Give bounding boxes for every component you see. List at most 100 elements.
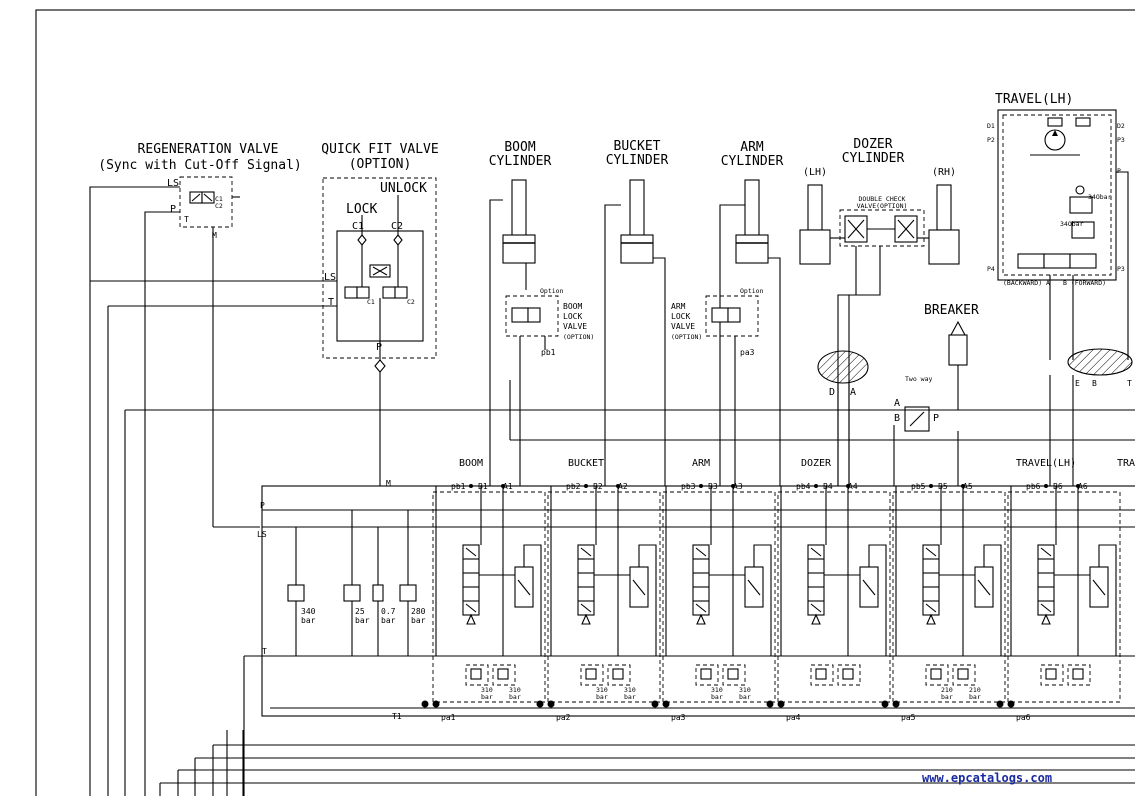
mcv-section-b-port: B4: [823, 482, 833, 491]
mcv-section-pb: pb1: [451, 482, 466, 491]
breaker-port-p: P: [933, 413, 939, 424]
mcv-section-a-port: A1: [503, 482, 513, 491]
dozer-cylinder-title: DOZER: [853, 137, 892, 152]
mcv-section-pa: pa2: [556, 713, 571, 722]
dozer-rh: (RH): [932, 167, 956, 178]
mcv-section-a-port: A2: [618, 482, 628, 491]
travel-lh-title: TRAVEL(LH): [995, 92, 1073, 107]
mcv-section-pb: pb5: [911, 482, 926, 491]
drawing-frame: [35, 9, 1135, 796]
travel-backward: (BACKWARD) A: [1003, 279, 1050, 287]
mcv-section-name: DOZER: [801, 458, 832, 469]
inlet-relief-valves: 340 bar 25 bar 0.7 bar 280 bar: [287, 510, 426, 656]
arm-lock-port: pa3: [740, 348, 755, 357]
travel-pressure-a: 34Obar: [1088, 193, 1112, 201]
mcv-section-b-port: B5: [938, 482, 948, 491]
watermark: www.epcatalogs.com: [922, 771, 1052, 785]
travel-lh-motor: TRAVEL(LH) D1 P2 D2 P3 P P4 P3 34Obar 34…: [987, 92, 1129, 360]
travel-port-p2: P2: [987, 136, 995, 144]
swivel-port-e: E: [1075, 379, 1080, 388]
mcv-section-name: TRAVEL(LH): [1016, 458, 1076, 469]
mcv-section-relief-1: 310: [481, 686, 493, 694]
quick-fit-valve-title: QUICK FIT VALVE: [321, 142, 438, 157]
mcv-section-pa: pa5: [901, 713, 916, 722]
regeneration-valve-subtitle: (Sync with Cut-Off Signal): [98, 158, 302, 173]
travel-port-p: P: [1117, 167, 1121, 175]
mcv-section-relief-2: 310: [624, 686, 636, 694]
swivel-port-d: D: [829, 387, 835, 398]
boom-lock-line-3: VALVE: [563, 322, 587, 331]
mcv-section-a-port: A6: [1078, 482, 1088, 491]
mcv-section-a-port: A3: [733, 482, 743, 491]
bucket-cylinder-title: BUCKET: [614, 139, 661, 154]
quick-fit-inner-c1: C1: [367, 298, 375, 306]
mcv-section-relief-1: 310: [596, 686, 608, 694]
inlet-valve-4-value: 280: [411, 607, 426, 616]
swivel-port-t: T: [1127, 379, 1132, 388]
mcv-section-relief-1: 310: [711, 686, 723, 694]
arm-cylinder-title: ARM: [740, 140, 764, 155]
main-spool: [807, 544, 825, 616]
boom-lock-line-2: LOCK: [563, 312, 582, 321]
mcv-section-relief-2-unit: bar: [624, 693, 636, 701]
arm-lock-valve: Option ARM LOCK VALVE (OPTION) pa3: [671, 287, 764, 486]
regen-inner-c1: C1: [215, 195, 223, 203]
quick-fit-port-c1: C1: [352, 221, 364, 232]
mcv-section-pa: pa1: [441, 713, 456, 722]
mcv-section-relief-2-unit: bar: [739, 693, 751, 701]
mcv-port-t: T: [262, 647, 267, 656]
regeneration-valve: REGENERATION VALVE (Sync with Cut-Off Si…: [89, 142, 302, 796]
main-control-valve: P LS T M T1 340 bar 25 bar 0.7: [243, 458, 1135, 796]
main-spool: [692, 544, 710, 616]
quick-fit-port-ls: LS: [324, 272, 336, 283]
arm-cylinder: ARM CYLINDER: [719, 140, 783, 486]
inlet-valve-3-unit: bar: [381, 616, 396, 625]
travel-port-d2: D2: [1117, 122, 1125, 130]
inlet-valve-2-unit: bar: [355, 616, 370, 625]
bucket-cylinder: BUCKET CYLINDER: [604, 139, 669, 486]
arm-lock-line-1: ARM: [671, 302, 686, 311]
mcv-section-pb: pb2: [566, 482, 581, 491]
quick-fit-valve-subtitle: (OPTION): [349, 157, 412, 172]
bucket-cylinder-subtitle: CYLINDER: [606, 153, 669, 168]
main-spool: [922, 544, 940, 616]
quick-fit-unlock: UNLOCK: [380, 181, 427, 196]
quick-fit-port-p: P: [376, 342, 382, 353]
mcv-port-ls: LS: [257, 530, 267, 539]
mcv-section-relief-1-unit: bar: [596, 693, 608, 701]
mcv-section: TRAVEL(LH) pb6 B6 A6 pa6: [996, 458, 1121, 722]
mcv-section-relief-2: 210: [969, 686, 981, 694]
mcv-section-pb: pb6: [1026, 482, 1041, 491]
regen-port-t: T: [184, 215, 189, 224]
regen-inner-c2: C2: [215, 202, 223, 210]
boom-lock-option: Option: [540, 287, 564, 295]
quick-fit-port-t: T: [328, 297, 334, 308]
main-spool: [577, 544, 595, 616]
breaker-title: BREAKER: [924, 303, 979, 318]
mcv-port-t1: T1: [392, 712, 402, 721]
boom-lock-line-4: (OPTION): [563, 333, 594, 341]
mcv-section-b-port: B6: [1053, 482, 1063, 491]
mcv-section-relief-1-unit: bar: [941, 693, 953, 701]
mcv-section-b-port: B1: [478, 482, 488, 491]
travel-port-p4: P4: [987, 265, 995, 273]
mcv-section-pa: pa6: [1016, 713, 1031, 722]
mcv-section-name: ARM: [692, 458, 710, 469]
mcv-section-pb: pb3: [681, 482, 696, 491]
boom-lock-line-1: BOOM: [563, 302, 582, 311]
regen-port-ls: LS: [167, 178, 179, 189]
main-spool: [1037, 544, 1055, 616]
boom-lock-valve: Option BOOM LOCK VALVE (OPTION) pb1: [505, 287, 594, 486]
breaker: BREAKER Two way A B P: [894, 303, 979, 432]
travel-forward: B (FORWARD): [1063, 279, 1106, 287]
travel-port-p3: P3: [1117, 136, 1125, 144]
inlet-valve-4-unit: bar: [411, 616, 426, 625]
mcv-section-b-port: B3: [708, 482, 718, 491]
travel-port-d1: D1: [987, 122, 995, 130]
dozer-check-valve-sub: VALVE(OPTION): [857, 202, 908, 210]
mcv-section-relief-2-unit: bar: [509, 693, 521, 701]
